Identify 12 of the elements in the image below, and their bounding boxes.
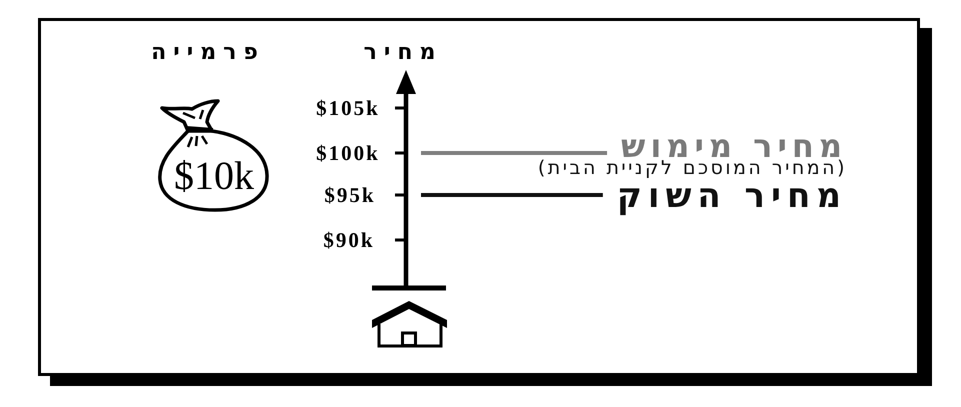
price-level-line [421,151,608,155]
price-level-label: מחיר מימוש [621,133,847,159]
price-level-label: מחיר השוק [616,178,847,214]
tick-label: $95k [324,183,376,207]
column-heading: פרמייה [151,42,265,64]
tick-label: $90k [323,228,375,252]
bag-amount: $10k [174,156,254,196]
tick-label: $100k [316,141,380,165]
label-note: (המחיר המוסכם לקניית הבית) [538,159,847,178]
price-level-line [421,193,603,197]
column-heading: מחיר [364,42,442,64]
tick-label: $105k [316,96,380,120]
